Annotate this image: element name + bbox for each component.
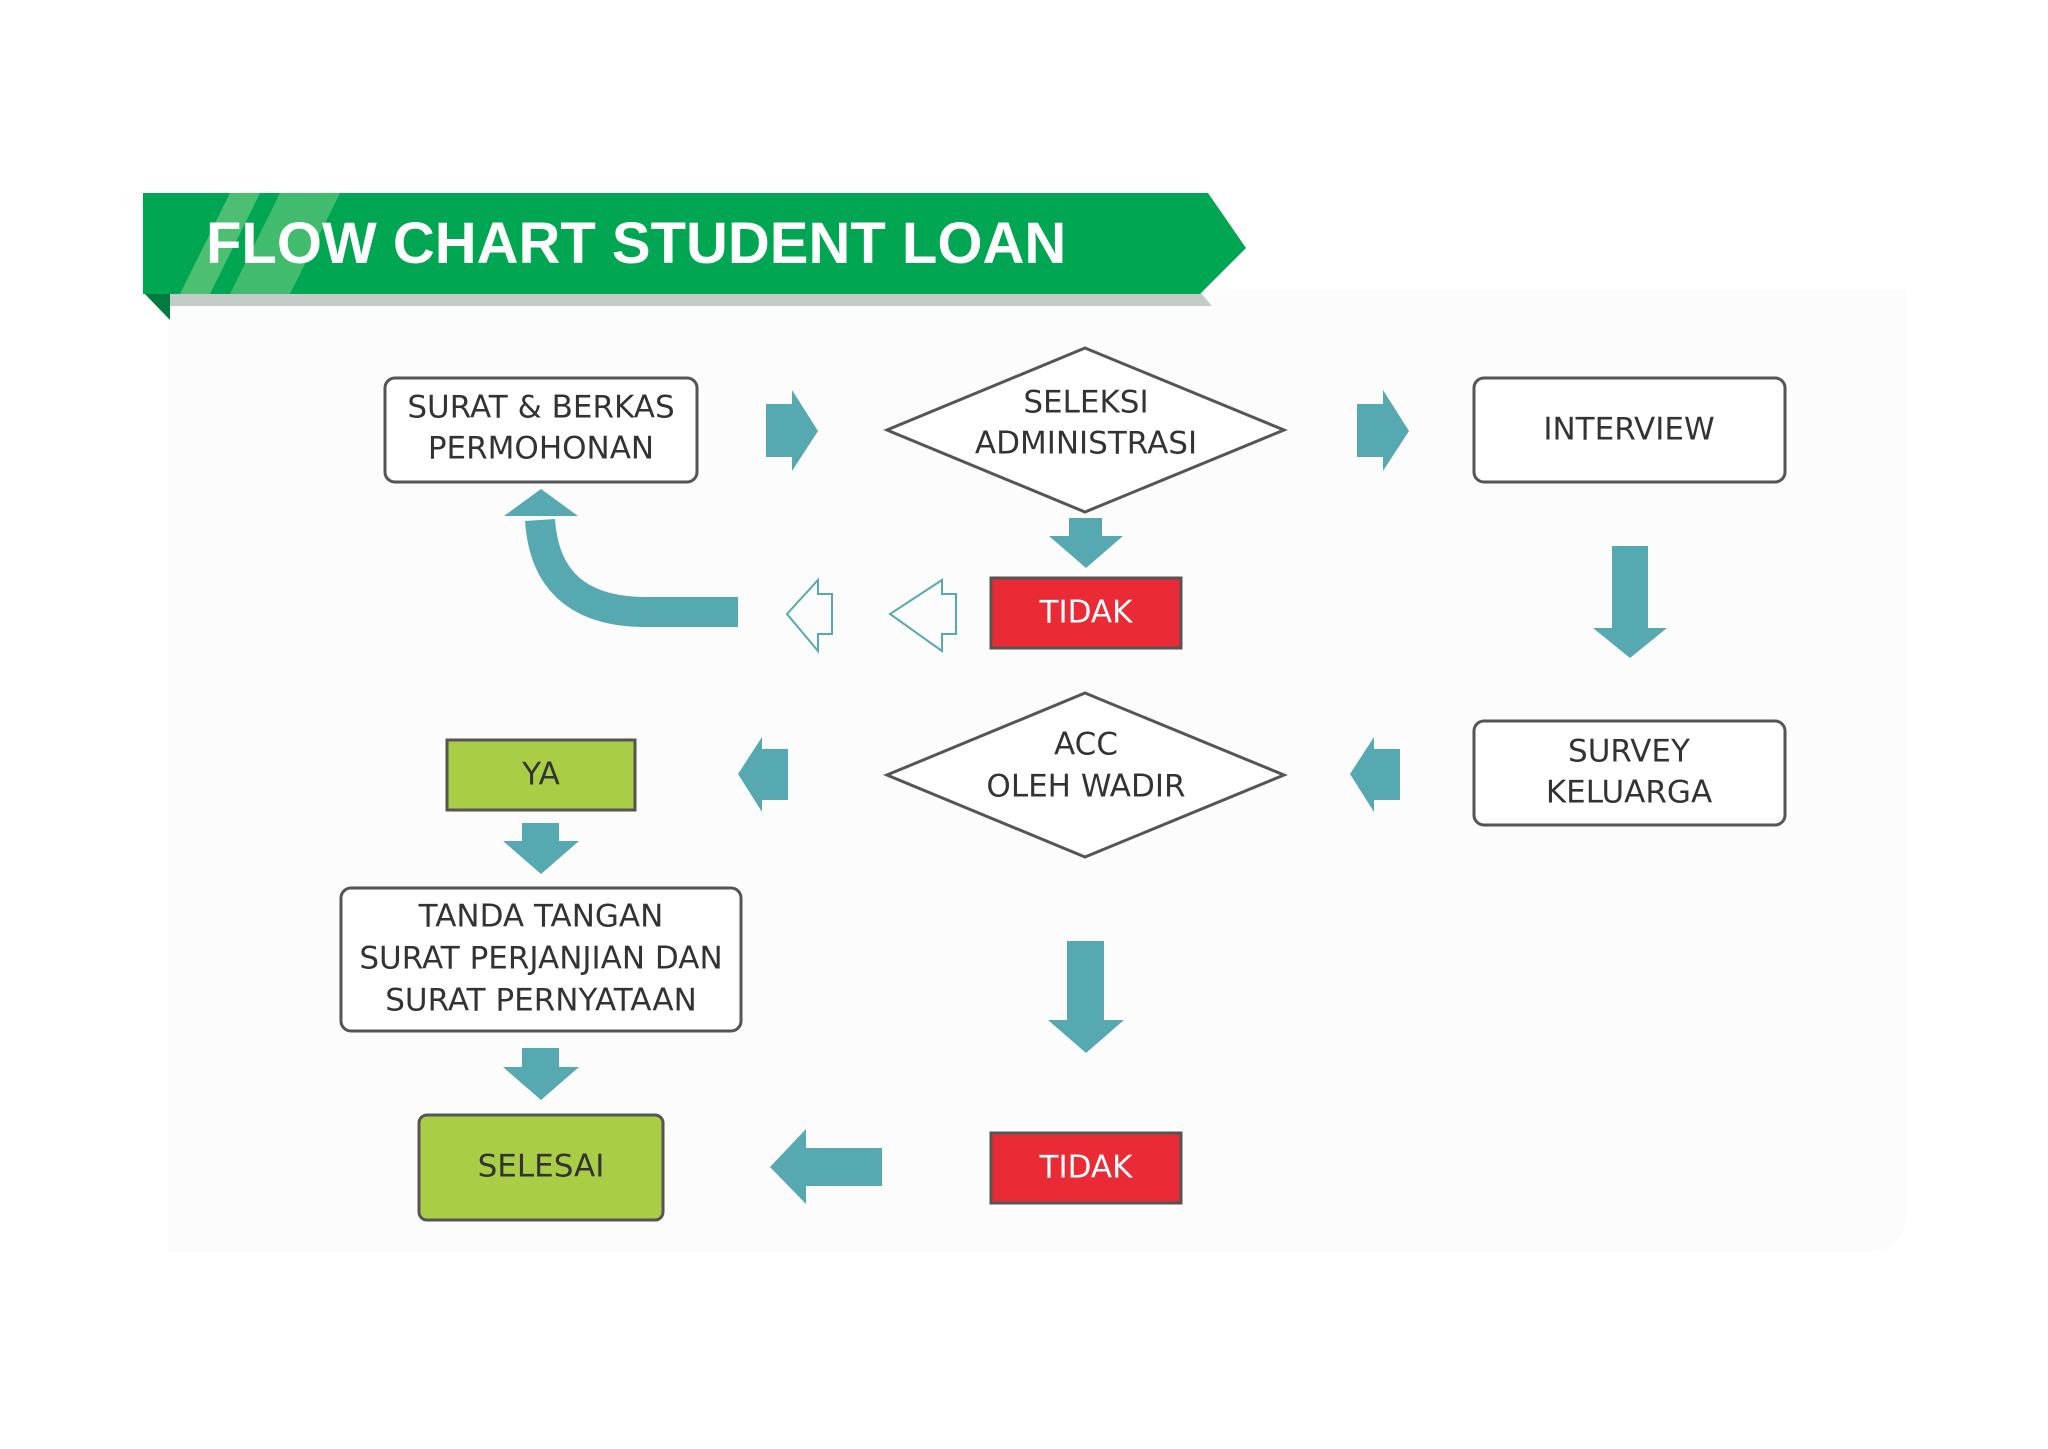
return-arrow-icon [504,489,738,627]
node-label: KELUARGA [1546,775,1712,811]
node-label: TIDAK [1039,595,1134,631]
node-label: TANDA TANGAN [418,899,664,935]
node-seleksi-administrasi[interactable]: SELEKSI ADMINISTRASI [883,346,1288,514]
node-ya[interactable]: YA [445,738,637,812]
node-label: PERMOHONAN [428,431,654,467]
node-label: TIDAK [1039,1150,1134,1186]
arrow-down-icon [1593,546,1667,658]
node-label: ACC [1054,727,1118,763]
node-acc-oleh-wadir[interactable]: ACC OLEH WADIR [883,691,1288,859]
arrow-left-icon [738,737,788,812]
banner-fold [143,292,170,320]
arrow-left-icon [770,1129,882,1204]
banner-shadow [170,292,1212,306]
node-survey-keluarga[interactable]: SURVEY KELUARGA [1472,719,1787,827]
arrow-left-outline-icon [785,577,833,654]
arrow-left-outline-icon [888,578,957,653]
banner-body [143,193,1246,294]
node-label: YA [521,757,560,793]
node-label: SURAT PERJANJIAN DAN [359,941,722,977]
banner-stripe-2 [230,193,340,294]
node-selesai[interactable]: SELESAI [417,1113,665,1222]
node-label: OLEH WADIR [986,769,1185,805]
arrow-down-icon [1048,941,1124,1053]
node-label: ADMINISTRASI [975,426,1197,462]
arrow-down-icon [503,823,579,874]
page-title: FLOW CHART STUDENT LOAN [206,211,1066,276]
node-label: SELEKSI [1023,385,1148,421]
node-label: SURAT PERNYATAAN [385,983,697,1019]
node-surat-berkas[interactable]: SURAT & BERKAS PERMOHONAN [383,376,699,484]
node-label: SURAT & BERKAS [407,390,674,426]
banner-stripe-1 [180,193,260,294]
node-label: SELESAI [478,1149,605,1185]
node-label: SURVEY [1568,734,1690,770]
arrow-left-icon [1350,737,1400,812]
node-interview[interactable]: INTERVIEW [1472,376,1787,484]
arrow-down-icon [503,1048,579,1100]
arrow-down-icon [1049,518,1123,568]
node-tanda-tangan[interactable]: TANDA TANGAN SURAT PERJANJIAN DAN SURAT … [339,886,743,1033]
node-tidak-1[interactable]: TIDAK [989,576,1183,650]
title-banner: FLOW CHART STUDENT LOAN [143,193,1246,320]
arrow-right-icon [1357,390,1409,471]
node-label: INTERVIEW [1543,412,1714,448]
node-tidak-2[interactable]: TIDAK [989,1131,1183,1205]
arrow-right-icon [766,390,818,471]
